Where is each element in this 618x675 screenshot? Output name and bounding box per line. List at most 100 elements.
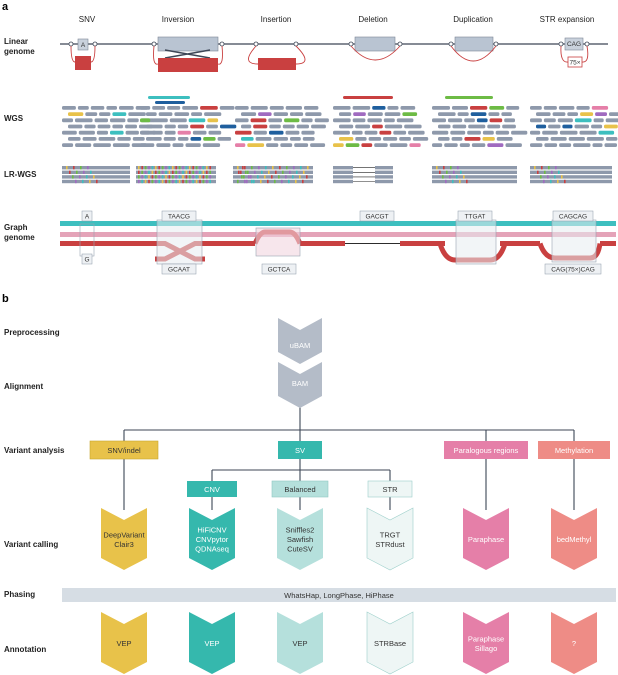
wgs-read: [470, 106, 488, 110]
stage-annotation: Annotation: [4, 645, 46, 654]
wgs-read: [573, 143, 591, 147]
snv-base-box: [77, 38, 89, 51]
annot-balanced: VEP: [277, 612, 323, 674]
lr-read: [293, 166, 295, 170]
bam-label: BAM: [292, 379, 308, 388]
lr-read: [185, 170, 188, 174]
wgs-read: [93, 143, 111, 147]
wgs-read: [241, 112, 257, 116]
lr-read: [158, 175, 160, 179]
lr-read: [151, 166, 154, 170]
cat-sv: SV: [295, 446, 305, 455]
lr-read: [195, 166, 198, 170]
lr-read: [303, 170, 305, 174]
wgs-read: [258, 112, 272, 116]
wgs-read: [152, 118, 168, 123]
lr-read: [62, 175, 130, 179]
wgs-read: [536, 112, 551, 116]
wgs-read: [542, 130, 558, 135]
wgs-read: [445, 96, 493, 99]
lr-read: [271, 175, 273, 179]
lr-read: [243, 175, 245, 179]
wgs-read: [543, 106, 557, 110]
lr-read: [439, 170, 441, 174]
lr-read: [155, 179, 157, 184]
wgs-read: [68, 124, 83, 129]
lr-read: [459, 179, 461, 184]
wgs-read: [404, 124, 422, 129]
wgs-read: [78, 130, 95, 135]
wgs-read: [470, 112, 487, 116]
panel-a-letter: a: [2, 1, 9, 13]
lr-read: [148, 166, 150, 170]
graph-genome: A G TAACG GCAAT GCTCA GACGT TTGAT CAGCAG…: [60, 210, 616, 275]
wgs-read: [488, 112, 500, 116]
graph-snv-top: A: [85, 214, 90, 221]
wgs-read: [412, 137, 429, 141]
wgs-read: [290, 112, 304, 116]
lr-read: [564, 179, 566, 184]
lr-read: [175, 170, 177, 174]
lr-read: [281, 179, 283, 184]
wgs-read: [98, 137, 116, 141]
lr-read: [300, 166, 302, 170]
wgs-read: [383, 118, 395, 123]
wgs-read: [467, 130, 481, 135]
wgs-read: [489, 106, 505, 110]
caller-cnv-label: HiFiCNV: [197, 526, 226, 535]
wgs-read: [567, 112, 578, 116]
lr-read: [253, 179, 255, 184]
graph-dup-top: TTGAT: [465, 214, 486, 221]
lr-read: [547, 175, 549, 179]
wgs-read: [296, 124, 309, 129]
lr-read: [289, 170, 291, 174]
wgs-read: [361, 143, 373, 147]
wgs-read: [387, 106, 399, 110]
lr-read: [76, 170, 78, 174]
lr-read: [182, 179, 184, 184]
lr-read: [452, 179, 454, 184]
lr-read: [178, 179, 181, 184]
lr-read: [375, 170, 393, 174]
wgs-read: [511, 130, 528, 135]
wgs-read: [605, 118, 618, 123]
inversion-box: [157, 36, 219, 52]
sv-balanced-box: [271, 480, 329, 498]
lr-read: [144, 179, 147, 184]
wgs-read: [106, 106, 117, 110]
pipeline-connectors: [123, 404, 575, 510]
wgs-read: [62, 118, 73, 123]
wgs-read: [450, 130, 466, 135]
wgs-read: [552, 112, 566, 116]
wgs-read: [266, 143, 279, 147]
wgs-read: [164, 130, 176, 135]
wgs-read: [284, 118, 300, 123]
wgs-read: [576, 106, 590, 110]
category-boxes: SNV/indel SV Paralogous regions Methylat…: [89, 440, 610, 498]
wgs-read: [595, 112, 607, 116]
wgs-read: [85, 112, 98, 116]
lr-read: [172, 179, 174, 184]
wgs-read: [192, 130, 207, 135]
lr-read: [457, 166, 459, 170]
wgs-read: [530, 106, 542, 110]
lr-read: [168, 179, 171, 184]
lr-read: [161, 175, 164, 179]
lr-read: [445, 179, 447, 184]
lr-read: [268, 170, 270, 174]
lr-read: [333, 170, 353, 174]
duplication-box: [454, 36, 494, 52]
wgs-read: [374, 143, 388, 147]
wgs-read: [94, 118, 108, 123]
wgs-read: [158, 112, 173, 116]
lr-read: [161, 170, 164, 174]
wgs-read: [185, 143, 201, 147]
lr-read: [206, 170, 208, 174]
wgs-read: [333, 143, 344, 147]
lr-read: [261, 170, 263, 174]
lr-read: [158, 179, 160, 184]
wgs-read: [530, 118, 542, 123]
lr-read: [182, 166, 184, 170]
insertion-box: [258, 58, 296, 70]
